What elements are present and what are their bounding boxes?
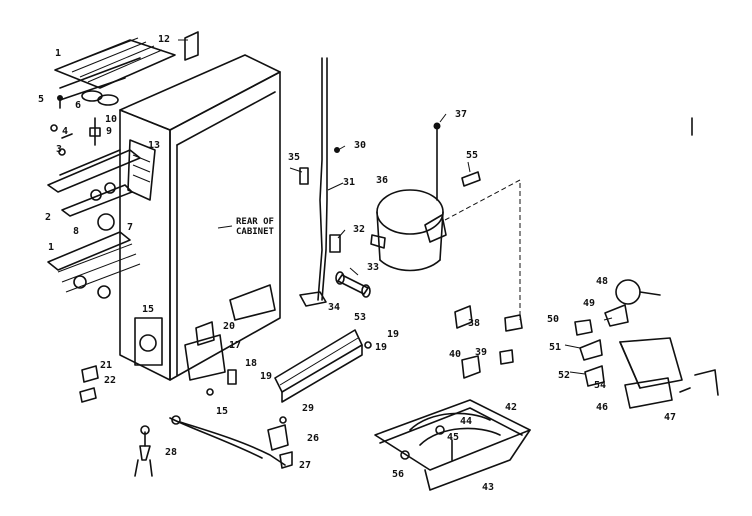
part-label: 8 <box>73 226 79 237</box>
part-label: 45 <box>447 432 459 443</box>
part-label: 48 <box>596 276 608 287</box>
cabinet-body <box>119 31 281 381</box>
part-label: 26 <box>307 433 319 444</box>
part-label: 19 <box>387 329 399 340</box>
part-label: 27 <box>299 460 311 471</box>
part-label: 6 <box>75 100 81 111</box>
part-label: 22 <box>104 375 116 386</box>
part-label: 31 <box>343 177 355 188</box>
rear-of-cabinet-note-line2: CABINET <box>236 227 275 237</box>
small-parts-center <box>299 147 371 307</box>
part-label: 32 <box>353 224 365 235</box>
part-label: 40 <box>449 349 461 360</box>
part-label: 19 <box>375 342 387 353</box>
leader-lines <box>178 39 613 375</box>
part-label: 19 <box>260 371 272 382</box>
part-label: 44 <box>460 416 472 427</box>
part-label: 36 <box>376 175 388 186</box>
part-label: 28 <box>165 447 177 458</box>
part-label: 54 <box>594 380 606 391</box>
part-label: 51 <box>549 342 561 353</box>
part-label: 17 <box>229 340 241 351</box>
part-label: 7 <box>127 222 133 233</box>
part-label: 9 <box>106 126 112 137</box>
drain-tube <box>317 57 328 301</box>
part-label: 18 <box>245 358 257 369</box>
fan-motor-assembly <box>574 117 719 409</box>
part-label: 5 <box>38 94 44 105</box>
part-label: 10 <box>105 114 117 125</box>
part-label: 53 <box>354 312 366 323</box>
compressor <box>370 122 521 320</box>
wiring-harness <box>134 415 293 477</box>
part-label: 33 <box>367 262 379 273</box>
part-label: 47 <box>664 412 676 423</box>
part-label: 50 <box>547 314 559 325</box>
part-label: 13 <box>148 140 160 151</box>
shelf-assembly-lower <box>47 231 141 299</box>
part-label: 46 <box>596 402 608 413</box>
part-label: 2 <box>45 212 51 223</box>
part-label: 3 <box>56 144 62 155</box>
part-label: 43 <box>482 482 494 493</box>
part-label: 55 <box>466 150 478 161</box>
part-label: 35 <box>288 152 300 163</box>
part-label: 56 <box>392 469 404 480</box>
part-label: 39 <box>475 347 487 358</box>
part-label: 21 <box>100 360 112 371</box>
part-label: 42 <box>505 402 517 413</box>
part-label: 1 <box>55 48 61 59</box>
part-label: 37 <box>455 109 467 120</box>
part-label: 38 <box>468 318 480 329</box>
mounting-base <box>374 305 531 491</box>
part-label: 30 <box>354 140 366 151</box>
part-label: 1 <box>48 242 54 253</box>
part-label: 34 <box>328 302 340 313</box>
drip-tray-assembly <box>184 321 372 403</box>
part-label: 29 <box>302 403 314 414</box>
rear-of-cabinet-note-line1: REAR OF <box>236 217 274 227</box>
part-label: 4 <box>62 126 68 137</box>
part-label: 15 <box>142 304 154 315</box>
shelf-assembly-upper <box>54 37 176 106</box>
part-label: 20 <box>223 321 235 332</box>
part-label: 49 <box>583 298 595 309</box>
shelf-brackets-middle <box>47 95 141 231</box>
part-label: 12 <box>158 34 170 45</box>
part-label: 15 <box>216 406 228 417</box>
part-label: 52 <box>558 370 570 381</box>
lower-left-parts <box>79 365 99 403</box>
